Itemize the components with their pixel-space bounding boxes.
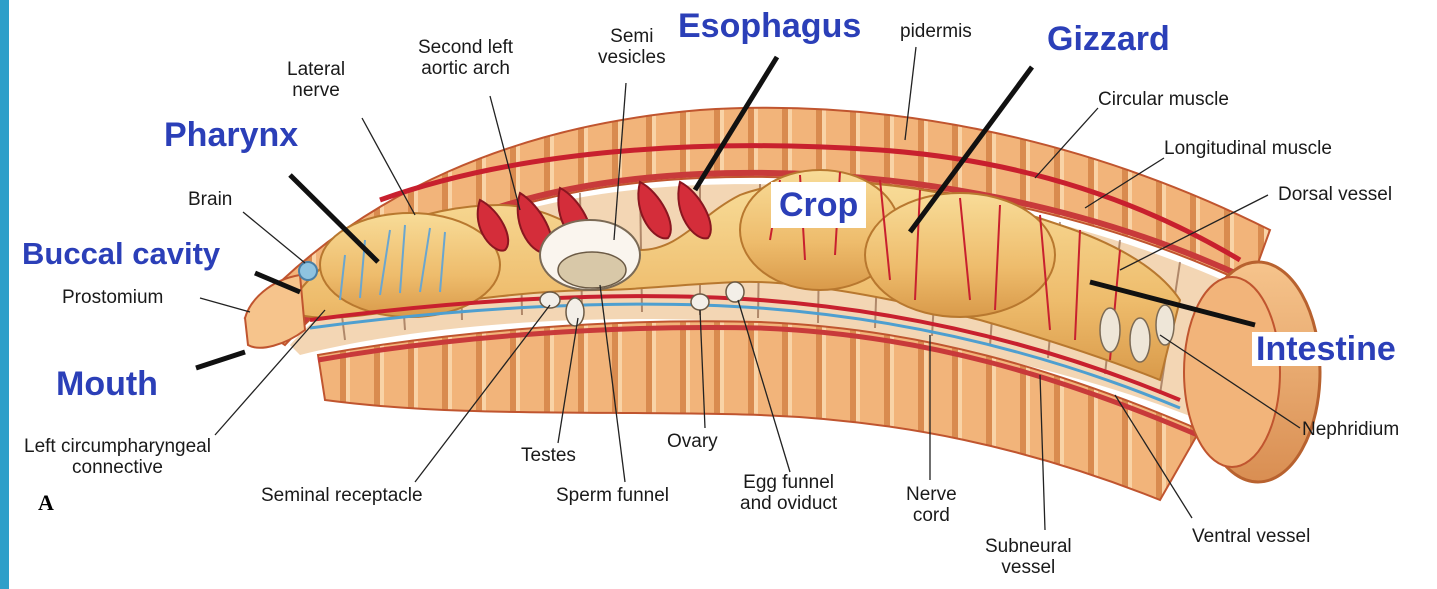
circular-muscle-label: Circular muscle	[1098, 90, 1229, 111]
nerve-cord-label: Nerve cord	[906, 485, 957, 527]
esophagus-label: Esophagus	[674, 9, 865, 43]
cut-end-ring-inner	[1184, 277, 1280, 467]
second-left-aortic-arch-label: Second left aortic arch	[418, 38, 513, 80]
circumpharyngeal-line2: connective	[24, 458, 211, 479]
brain	[299, 262, 317, 280]
nerve-cord-line2: cord	[906, 506, 957, 527]
prostomium-label: Prostomium	[62, 288, 163, 309]
aortic-arch-line1: Second left	[418, 38, 513, 59]
lateral-nerve-label: Lateral nerve	[287, 60, 345, 102]
left-circumpharyngeal-connective-label: Left circumpharyngeal connective	[24, 437, 211, 479]
lateral-nerve-line2: nerve	[287, 81, 345, 102]
panel-letter: A	[38, 490, 54, 516]
testes-label: Testes	[521, 446, 576, 467]
egg-funnel-line2: and oviduct	[740, 494, 837, 515]
gizzard-bulge	[865, 193, 1055, 317]
nephridium-label: Nephridium	[1302, 420, 1399, 441]
mouth-label: Mouth	[56, 367, 158, 401]
egg-funnel-oviduct-label: Egg funnel and oviduct	[740, 473, 837, 515]
intestine-label: Intestine	[1252, 332, 1400, 366]
lateral-nerve-line1: Lateral	[287, 60, 345, 81]
epidermis-label: pidermis	[900, 22, 972, 43]
egg-funnel-line1: Egg funnel	[740, 473, 837, 494]
nerve-cord-line1: Nerve	[906, 485, 957, 506]
longitudinal-muscle-label: Longitudinal muscle	[1164, 139, 1332, 160]
crop-label: Crop	[771, 182, 866, 228]
circumpharyngeal-line1: Left circumpharyngeal	[24, 437, 211, 458]
aortic-arch-line2: aortic arch	[418, 59, 513, 80]
ventral-vessel-label: Ventral vessel	[1192, 527, 1310, 548]
seminal-receptacle-label: Seminal receptacle	[261, 486, 423, 507]
brain-label: Brain	[188, 190, 232, 211]
subneural-line1: Subneural	[985, 537, 1072, 558]
ovary-label: Ovary	[667, 432, 718, 453]
seminal-vesicle-inner	[558, 252, 626, 288]
seminal-vesicles-line2: vesicles	[598, 48, 666, 69]
pharynx-label: Pharynx	[164, 118, 298, 152]
sperm-funnel-label: Sperm funnel	[556, 486, 669, 507]
seminal-vesicles-label: Semi vesicles	[598, 27, 666, 69]
subneural-line2: vessel	[985, 558, 1072, 579]
gizzard-label: Gizzard	[1047, 22, 1170, 56]
dorsal-vessel-label: Dorsal vessel	[1278, 185, 1392, 206]
seminal-vesicles-line1: Semi	[598, 27, 666, 48]
buccal-cavity-label: Buccal cavity	[22, 238, 220, 269]
subneural-vessel-label: Subneural vessel	[985, 537, 1072, 579]
head-prostomium	[245, 275, 305, 348]
